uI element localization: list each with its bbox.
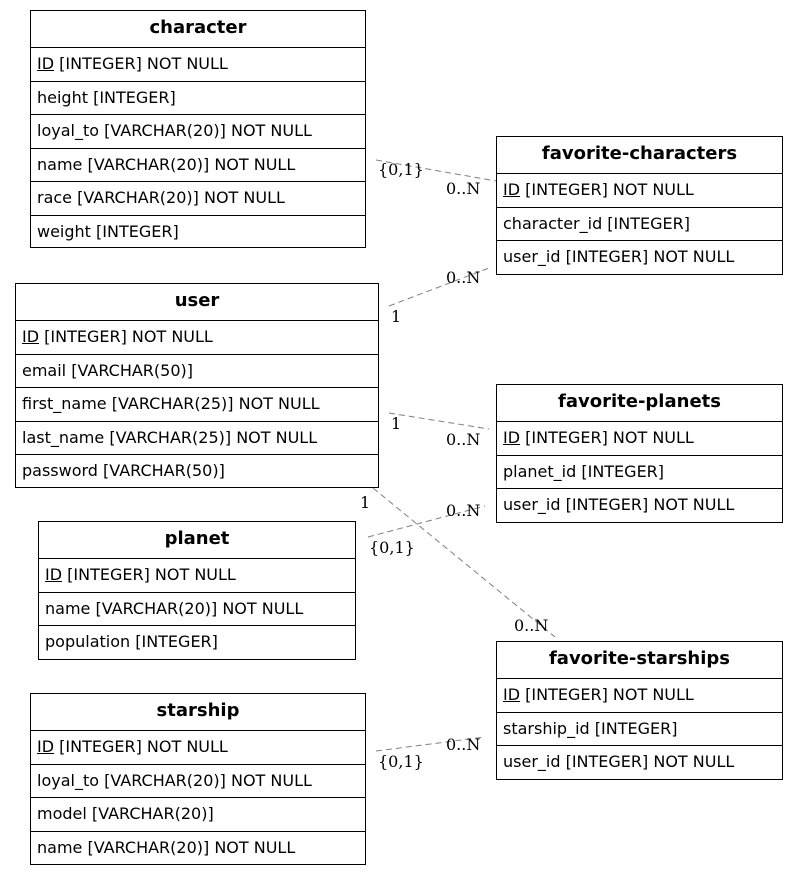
- entity-title: favorite-starships: [497, 642, 782, 679]
- pk-label: ID: [37, 737, 55, 756]
- attr-row: starship_id [INTEGER]: [497, 713, 782, 746]
- entity-character[interactable]: character ID [INTEGER] NOT NULL height […: [30, 10, 366, 248]
- entity-starship[interactable]: starship ID [INTEGER] NOT NULL loyal_to …: [30, 693, 366, 865]
- attr-row: planet_id [INTEGER]: [497, 456, 782, 489]
- attr-row: last_name [VARCHAR(25)] NOT NULL: [16, 422, 378, 455]
- attr-row: ID [INTEGER] NOT NULL: [31, 731, 365, 765]
- entity-title: user: [16, 284, 378, 321]
- attr-row: name [VARCHAR(20)] NOT NULL: [39, 593, 355, 626]
- attr-row: user_id [INTEGER] NOT NULL: [503, 495, 735, 514]
- rel-character-favchars: [375, 159, 497, 182]
- pk-label: ID: [22, 327, 40, 346]
- card-favplanets-side-2: 0..N: [446, 501, 480, 520]
- entity-user[interactable]: user ID [INTEGER] NOT NULL email [VARCHA…: [15, 283, 379, 488]
- entity-favorite-planets[interactable]: favorite-planets ID [INTEGER] NOT NULL p…: [496, 384, 783, 523]
- attr-row: ID [INTEGER] NOT NULL: [497, 679, 782, 713]
- card-user-side-2: 1: [391, 414, 401, 433]
- rel-user-favchars: [388, 267, 490, 307]
- entity-title: starship: [31, 694, 365, 731]
- attr-row: ID [INTEGER] NOT NULL: [16, 321, 378, 355]
- attr-row: ID [INTEGER] NOT NULL: [497, 422, 782, 456]
- card-favchars-side-2: 0..N: [446, 268, 480, 287]
- attr-row: ID [INTEGER] NOT NULL: [31, 48, 365, 82]
- pk-label: ID: [503, 428, 521, 447]
- attr-row: weight [INTEGER]: [37, 221, 179, 241]
- card-user-side-3: 1: [360, 493, 370, 512]
- attr-row: name [VARCHAR(20)] NOT NULL: [37, 837, 296, 857]
- pk-label: ID: [45, 565, 63, 584]
- card-favstarships-side-1: 0..N: [514, 616, 548, 635]
- card-favplanets-side-1: 0..N: [446, 430, 480, 449]
- rel-planet-favplanets: [367, 505, 486, 538]
- attr-row: loyal_to [VARCHAR(20)] NOT NULL: [31, 765, 365, 798]
- card-character-side: {0,1}: [378, 160, 424, 179]
- attr-row: model [VARCHAR(20)]: [31, 798, 365, 832]
- card-starship-side: {0,1}: [378, 752, 424, 771]
- attr-row: character_id [INTEGER]: [497, 208, 782, 241]
- entity-title: character: [31, 11, 365, 48]
- card-favchars-side-1: 0..N: [446, 179, 480, 198]
- attr-row: ID [INTEGER] NOT NULL: [39, 559, 355, 593]
- pk-label: ID: [37, 54, 55, 73]
- attr-row: user_id [INTEGER] NOT NULL: [503, 752, 735, 771]
- entity-title: favorite-characters: [497, 137, 782, 174]
- entity-title: planet: [39, 522, 355, 559]
- attr-row: email [VARCHAR(50)]: [16, 355, 378, 388]
- entity-title: favorite-planets: [497, 385, 782, 422]
- card-planet-side: {0,1}: [369, 538, 415, 557]
- attr-row: race [VARCHAR(20)] NOT NULL: [31, 182, 365, 216]
- pk-label: ID: [503, 180, 521, 199]
- attr-row: ID [INTEGER] NOT NULL: [497, 174, 782, 208]
- attr-row: name [VARCHAR(20)] NOT NULL: [31, 149, 365, 182]
- attr-row: population [INTEGER]: [45, 632, 218, 651]
- card-favstarships-side-2: 0..N: [446, 735, 480, 754]
- attr-row: loyal_to [VARCHAR(20)] NOT NULL: [31, 115, 365, 149]
- rel-starship-favstarships: [375, 736, 486, 752]
- entity-favorite-characters[interactable]: favorite-characters ID [INTEGER] NOT NUL…: [496, 136, 783, 275]
- entity-planet[interactable]: planet ID [INTEGER] NOT NULL name [VARCH…: [38, 521, 356, 660]
- card-user-side-1: 1: [391, 307, 401, 326]
- attr-row: user_id [INTEGER] NOT NULL: [503, 247, 735, 266]
- attr-row: first_name [VARCHAR(25)] NOT NULL: [16, 388, 378, 422]
- attr-row: height [INTEGER]: [31, 82, 365, 115]
- rel-user-favplanets: [388, 412, 490, 430]
- pk-label: ID: [503, 685, 521, 704]
- attr-row: password [VARCHAR(50)]: [22, 461, 225, 480]
- entity-favorite-starships[interactable]: favorite-starships ID [INTEGER] NOT NULL…: [496, 641, 783, 780]
